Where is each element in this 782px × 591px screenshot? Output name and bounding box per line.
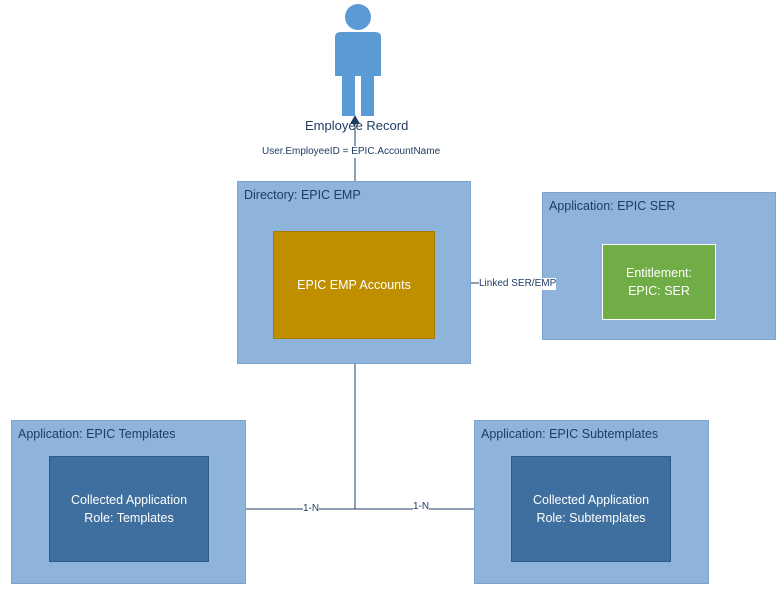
employee-record-label: Employee Record xyxy=(305,118,409,133)
node-templates-role-line2: Role: Templates xyxy=(84,511,174,525)
node-subtemplates-role[interactable]: Collected Application Role: Subtemplates xyxy=(511,456,671,562)
person-icon xyxy=(335,4,381,116)
container-title-directory-emp: Directory: EPIC EMP xyxy=(244,188,361,202)
node-epic-emp-accounts-label: EPIC EMP Accounts xyxy=(297,278,411,292)
edge-label-linked-ser-emp: Linked SER/EMP xyxy=(479,278,557,290)
node-entitlement-line1: Entitlement: xyxy=(625,266,692,280)
container-title-application-templates: Application: EPIC Templates xyxy=(18,427,176,441)
edge-label-correlation: User.EmployeeID = EPIC.AccountName xyxy=(262,146,441,158)
node-subtemplates-role-line1: Collected Application xyxy=(532,493,650,507)
container-title-application-subtemplates: Application: EPIC Subtemplates xyxy=(481,427,659,441)
node-epic-emp-accounts[interactable]: EPIC EMP Accounts xyxy=(273,231,435,339)
node-templates-role-line1: Collected Application xyxy=(70,493,188,507)
node-templates-role[interactable]: Collected Application Role: Templates xyxy=(49,456,209,562)
node-entitlement-epic-ser[interactable]: Entitlement: EPIC: SER xyxy=(602,244,716,320)
container-title-application-ser: Application: EPIC SER xyxy=(549,199,676,213)
node-entitlement-line2: EPIC: SER xyxy=(628,284,690,298)
edge-label-templates-cardinality: 1-N xyxy=(303,503,320,515)
node-subtemplates-role-line2: Role: Subtemplates xyxy=(536,511,646,525)
edge-label-subtemplates-cardinality: 1-N xyxy=(413,501,430,513)
